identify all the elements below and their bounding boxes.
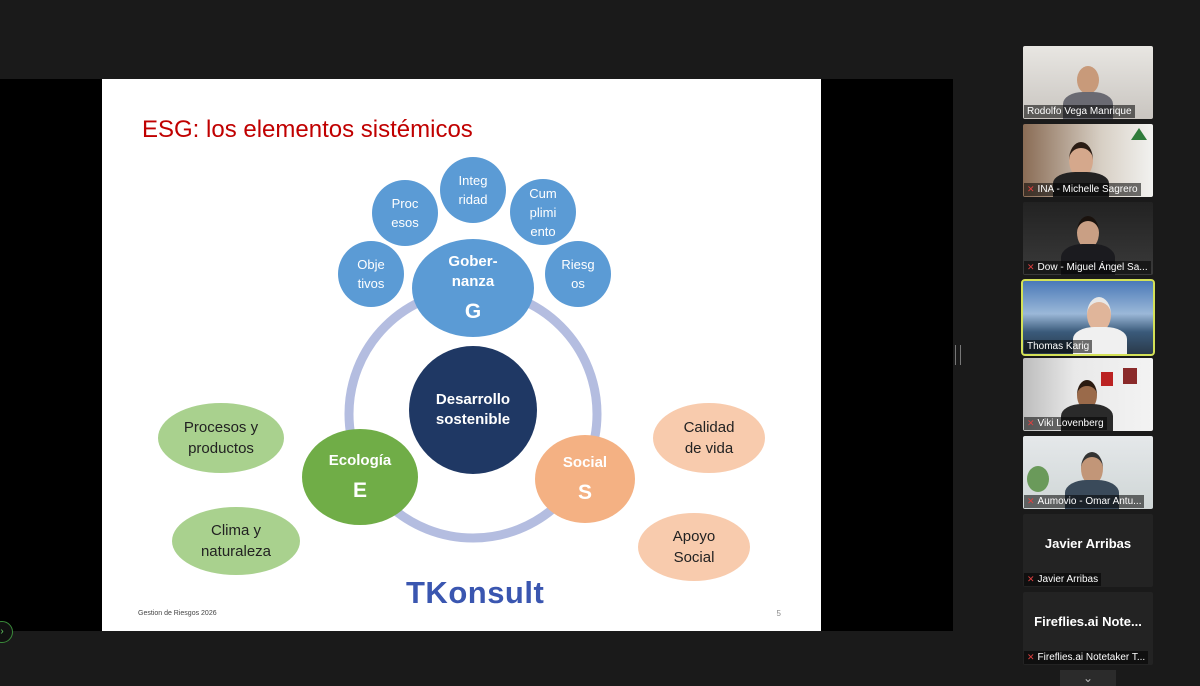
- center-desarrollo-sostenible: Desarrollo sostenible: [409, 346, 537, 474]
- governance-name-2: nanza: [451, 273, 495, 290]
- participant-name: ✕Dow - Miguel Ángel Sa...: [1024, 261, 1151, 274]
- mic-off-icon: ✕: [1027, 496, 1035, 506]
- gov-item-text: Proc: [391, 196, 419, 211]
- participant-tile[interactable]: ✕Viki Lovenberg: [1023, 358, 1153, 431]
- participant-name: ✕INA - Michelle Sagrero: [1024, 183, 1141, 196]
- governance-circle: Gober- nanza G: [412, 239, 534, 337]
- ecology-item-clima-naturaleza: Clima y naturaleza: [172, 507, 300, 575]
- participant-tile-no-video[interactable]: Javier Arribas ✕Javier Arribas: [1023, 514, 1153, 587]
- social-item-text: Social: [673, 549, 715, 566]
- participant-name-text: Rodolfo Vega Manrique: [1027, 106, 1132, 117]
- gov-item-integridad: Integ ridad: [440, 157, 506, 223]
- participant-name-text: Viki Lovenberg: [1037, 418, 1104, 429]
- gov-item-text: ridad: [458, 192, 488, 207]
- participant-name: ✕Fireflies.ai Notetaker T...: [1024, 651, 1149, 664]
- gov-item-text: esos: [391, 215, 419, 230]
- social-name: Social: [562, 454, 608, 471]
- gov-item-text: tivos: [357, 276, 385, 291]
- governance-name-1: Gober-: [448, 253, 498, 270]
- social-item-text: Calidad: [683, 419, 735, 436]
- social-letter: S: [577, 481, 592, 504]
- ecology-letter: E: [352, 479, 367, 502]
- participant-name-text: Fireflies.ai Notetaker T...: [1037, 652, 1146, 663]
- participant-tile[interactable]: ✕Aumovio - Omar Antu...: [1023, 436, 1153, 509]
- participant-tile-no-video[interactable]: Fireflies.ai Note... ✕Fireflies.ai Notet…: [1023, 592, 1153, 665]
- gov-item-text: plimi: [529, 204, 557, 220]
- wall-art: [1101, 372, 1113, 386]
- slide-number: 5: [776, 609, 781, 618]
- participant-name-text: Aumovio - Omar Antu...: [1037, 496, 1142, 507]
- presentation-slide: ESG: los elementos sistémicos Desarrollo…: [102, 79, 821, 631]
- participant-name: ✕Viki Lovenberg: [1024, 417, 1107, 430]
- participant-display-name: Fireflies.ai Note...: [1034, 614, 1142, 629]
- gov-item-objetivos: Obje tivos: [338, 241, 404, 307]
- participant-video: [1077, 380, 1097, 410]
- participant-name: Thomas Karig: [1024, 340, 1093, 353]
- participant-video: [1077, 66, 1099, 94]
- social-item-apoyo-social: Apoyo Social: [638, 513, 750, 581]
- participant-name: Rodolfo Vega Manrique: [1024, 105, 1135, 118]
- participant-tile[interactable]: ✕INA - Michelle Sagrero: [1023, 124, 1153, 197]
- slide-title: ESG: los elementos sistémicos: [142, 116, 473, 143]
- ecology-item-text: Clima y: [210, 522, 261, 539]
- social-item-calidad-vida: Calidad de vida: [653, 403, 765, 473]
- participant-video: [1081, 452, 1103, 485]
- mic-off-icon: ✕: [1027, 184, 1035, 194]
- panel-resize-handle[interactable]: [955, 345, 961, 365]
- ecology-item-text: Procesos y: [183, 419, 259, 436]
- participant-name: ✕Javier Arribas: [1024, 573, 1102, 586]
- ecology-item-text: productos: [188, 440, 254, 457]
- participant-name-text: INA - Michelle Sagrero: [1037, 184, 1138, 195]
- ecology-item-procesos-productos: Procesos y productos: [158, 403, 284, 473]
- participant-name-text: Thomas Karig: [1027, 341, 1090, 352]
- social-circle: Social S: [535, 435, 635, 523]
- ecology-item-text: naturaleza: [200, 543, 272, 560]
- gov-item-cumplimiento: Cum plimi ento: [510, 179, 576, 245]
- participant-tile-active-speaker[interactable]: Thomas Karig: [1021, 279, 1155, 356]
- slide-footer: Gestion de Riesgos 2026: [138, 610, 217, 617]
- gov-item-procesos: Proc esos: [372, 180, 438, 246]
- gov-item-text: os: [571, 276, 585, 291]
- participant-tile[interactable]: Rodolfo Vega Manrique: [1023, 46, 1153, 119]
- participant-name: ✕Aumovio - Omar Antu...: [1024, 495, 1145, 508]
- participant-name-text: Dow - Miguel Ángel Sa...: [1037, 262, 1148, 273]
- participant-tile[interactable]: ✕Dow - Miguel Ángel Sa...: [1023, 202, 1153, 275]
- mic-off-icon: ✕: [1027, 574, 1035, 584]
- gov-item-text: Integ: [458, 173, 488, 188]
- social-item-text: de vida: [684, 440, 734, 457]
- wall-art: [1123, 368, 1137, 384]
- social-item-text: Apoyo: [672, 528, 716, 545]
- brand-logo-tkonsult: TKonsult: [406, 575, 545, 610]
- center-line1: Desarrollo: [435, 391, 511, 408]
- gov-item-text: Riesg: [561, 257, 595, 272]
- center-line2: sostenible: [435, 411, 511, 428]
- participant-video: [1077, 216, 1099, 249]
- gov-item-text: ento: [530, 223, 556, 239]
- ecology-circle: Ecología E: [302, 429, 418, 525]
- gov-item-text: Cum: [529, 185, 557, 201]
- governance-letter: G: [464, 300, 482, 323]
- participant-display-name: Javier Arribas: [1044, 536, 1132, 551]
- mic-off-icon: ✕: [1027, 418, 1035, 428]
- office-plants: [1027, 466, 1049, 492]
- participant-name-text: Javier Arribas: [1037, 574, 1099, 585]
- gov-item-text: Obje: [357, 257, 385, 272]
- ecology-name: Ecología: [328, 452, 392, 469]
- chevron-down-icon[interactable]: ⌄: [1060, 670, 1116, 686]
- mic-off-icon: ✕: [1027, 262, 1035, 272]
- logo-icon: [1131, 128, 1147, 140]
- participant-video: [1087, 297, 1111, 332]
- gov-item-riesgos: Riesg os: [545, 241, 611, 307]
- mic-off-icon: ✕: [1027, 652, 1035, 662]
